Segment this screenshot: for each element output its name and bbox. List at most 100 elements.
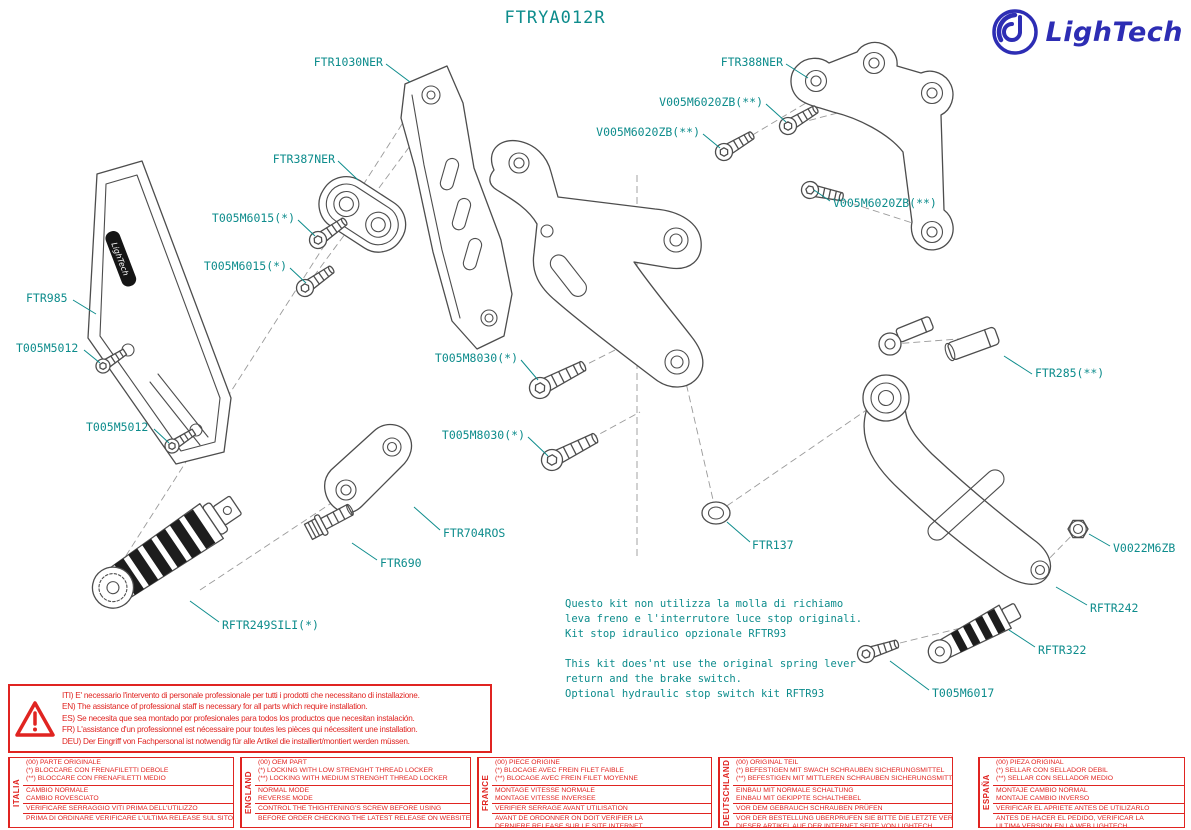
legend-language-label: ENGLAND [241, 758, 255, 827]
text-line: (00) PARTE ORIGINALE [26, 759, 101, 766]
legend-section: (00) OEM PART(*) LOCKING WITH LOW STRENG… [255, 758, 470, 785]
leader-lines [72, 63, 1111, 691]
kit-note-english: This kit does'nt use the original spring… [565, 657, 862, 702]
legend-language-label: ITALIA [9, 758, 23, 827]
legend-section: VOR DEM GEBRAUCH SCHRAUBEN PRÜFEN [733, 803, 952, 813]
text-line: (00) PIEZA ORIGINAL [996, 759, 1064, 766]
text-line: Optional hydraulic stop switch kit RFTR9… [565, 688, 825, 700]
text-line: CAMBIO ROVESCIATO [26, 795, 99, 802]
legend-section: BEFORE ORDER CHECKING THE LATEST RELEASE… [255, 813, 470, 827]
screw-t005m6015-group [292, 213, 352, 301]
text-line: MONTAJE CAMBIO NORMAL [996, 787, 1088, 794]
text-line: AVANT DE ORDONNER ON DOIT VERIFIER LA [495, 815, 643, 822]
text-line: EINBAU MIT GEKIPPTE SCHALTHEBEL [736, 795, 862, 802]
lightech-logo-icon [991, 9, 1038, 55]
text-line: (**) BEFESTIGEN MIT MITTLEREN SCHRAUBEN … [736, 775, 952, 782]
text-line: EN) The assistance of professional staff… [62, 702, 368, 712]
legend-section: CONTROL THE THIGHTENING'S SCREW BEFORE U… [255, 803, 470, 813]
legend-box-italia: ITALIA (00) PARTE ORIGINALE(*) BLOCCARE … [8, 757, 234, 828]
legend-language-label: DEUTSCHLAND [719, 758, 733, 827]
text-line: MONTAJE CAMBIO INVERSO [996, 795, 1090, 802]
text-line: ANTES DE HACER EL PEDIDO, VERIFICAR LA [996, 815, 1144, 822]
text-line: (*) BLOCAGE AVEC FREIN FILET FAIBLE [495, 767, 624, 774]
text-line: DEU) Der Eingriff von Fachpersonal ist n… [62, 736, 410, 746]
text-line: CONTROL THE THIGHTENING'S SCREW BEFORE U… [258, 805, 442, 812]
legend-section: (00) PIEZA ORIGINAL(*) SELLAR CON SELLAD… [993, 758, 1184, 785]
legend-language-label: ESPAÑA [979, 758, 993, 827]
kit-notes: Questo kit non utilizza la molla di rich… [565, 597, 862, 702]
legend-section: PRIMA DI ORDINARE VERIFICARE L'ULTIMA RE… [23, 813, 233, 827]
text-line: BEFORE ORDER CHECKING THE LATEST RELEASE… [258, 815, 470, 822]
toe-peg-rftr322 [927, 603, 1022, 664]
legend-section: (00) PIECE ORIGINE(*) BLOCAGE AVEC FREIN… [492, 758, 711, 785]
text-line: REVERSE MODE [258, 795, 313, 802]
legend-section: VERIFICARE SERRAGGIO VITI PRIMA DELL'UTI… [23, 803, 233, 813]
bolt-ftr690 [303, 503, 354, 541]
main-bracket [489, 139, 704, 388]
warning-text: ITI) E' necessario l'intervento di perso… [62, 690, 420, 748]
text-line: This kit does'nt use the original spring… [565, 658, 856, 670]
text-line: DIESER ARTIKEL AUF DER INTERNET SEITE VO… [736, 823, 933, 827]
kit-note-italian: Questo kit non utilizza la molla di rich… [565, 597, 862, 642]
legend-section: VOR DER BESTELLUNG UBERPRUFEN SIE BITTE … [733, 813, 952, 827]
text-line: (**) BLOCCARE CON FRENAFILETTI MEDIO [26, 775, 166, 782]
top-bracket-ftr388ner [790, 41, 954, 251]
text-line: MONTAGE VITESSE INVERSEE [495, 795, 596, 802]
text-line: EINBAU MIT NORMALE SCHALTUNG [736, 787, 854, 794]
text-line: (**) BLOCAGE AVEC FREIN FILET MOYENNE [495, 775, 638, 782]
legend-section: VERIFICAR EL APRIETE ANTES DE UTILIZARLO [993, 803, 1184, 813]
screw-t005m8030-group [525, 355, 602, 475]
lightech-logo-text: LighTech [1045, 16, 1183, 48]
clamp-ftr387ner [318, 176, 407, 253]
washer-ftr137 [701, 501, 731, 525]
text-line: CAMBIO NORMALE [26, 787, 89, 794]
nut-v0022m6zb [1067, 519, 1089, 539]
text-line: (*) SELLAR CON SELLADOR DEBIL [996, 767, 1108, 774]
text-line: (*) LOCKING WITH LOW STRENGHT THREAD LOC… [258, 767, 433, 774]
legend-box-france: FRANCE (00) PIECE ORIGINE(*) BLOCAGE AVE… [477, 757, 712, 828]
text-line: Questo kit non utilizza la molla di rich… [565, 598, 844, 610]
text-line: (00) PIECE ORIGINE [495, 759, 560, 766]
legend-box-england: ENGLAND (00) OEM PART(*) LOCKING WITH LO… [240, 757, 471, 828]
text-line: ES) Se necesita que sea montado por prof… [62, 713, 415, 723]
legend-box-espana: ESPAÑA (00) PIEZA ORIGINAL(*) SELLAR CON… [978, 757, 1185, 828]
legend-section: (00) ORIGINAL TEIL(*) BEFESTIGEN MIT SWA… [733, 758, 952, 785]
text-line: VOR DER BESTELLUNG UBERPRUFEN SIE BITTE … [736, 815, 952, 822]
screw-v005m6020zb-group [711, 100, 846, 206]
text-line: (*) BEFESTIGEN MIT SWACH SCHRAUBEN SICHE… [736, 767, 945, 774]
text-line: MONTAGE VITESSE NORMALE [495, 787, 595, 794]
legend-section: (00) PARTE ORIGINALE(*) BLOCCARE CON FRE… [23, 758, 233, 785]
legend-section: VERIFIER SERRAGE AVANT UTILISATION [492, 803, 711, 813]
legend-strip: ITALIA (00) PARTE ORIGINALE(*) BLOCCARE … [0, 757, 1191, 828]
text-line: (00) OEM PART [258, 759, 307, 766]
text-line: (00) ORIGINAL TEIL [736, 759, 799, 766]
text-line: ITI) E' necessario l'intervento di perso… [62, 690, 420, 700]
installation-warning-box: ITI) E' necessario l'intervento di perso… [8, 684, 492, 753]
warning-triangle-icon [15, 700, 55, 737]
heim-joint [895, 316, 934, 343]
text-line: DERNIERE RELEASE SUR LE SITE INTERNET [495, 823, 643, 827]
text-line: VERIFICARE SERRAGGIO VITI PRIMA DELL'UTI… [26, 805, 198, 812]
footpeg-rftr249sili [91, 495, 242, 609]
text-line: Kit stop idraulico opzionale RFTR93 [565, 628, 787, 640]
text-line: VERIFICAR EL APRIETE ANTES DE UTILIZARLO [996, 805, 1150, 812]
legend-language-label: FRANCE [478, 758, 492, 827]
legend-box-deutschland: DEUTSCHLAND (00) ORIGINAL TEIL(*) BEFEST… [718, 757, 953, 828]
brake-lever-rftr242 [862, 316, 1051, 585]
mount-plate-ftr1030ner [400, 65, 513, 350]
heel-guard-plate-ftr985: LighTech [87, 160, 232, 465]
page-title: FTRYA012R [504, 8, 606, 28]
text-line: NORMAL MODE [258, 787, 310, 794]
text-line: (**) SELLAR CON SELLADOR MEDIO [996, 775, 1114, 782]
text-line: ULTIMA VERSION EN LA WEB LIGHTECH [996, 823, 1128, 827]
pin-ftr285 [944, 326, 1000, 362]
text-line: FR) L'assistance d'un professionnel est … [62, 725, 418, 735]
